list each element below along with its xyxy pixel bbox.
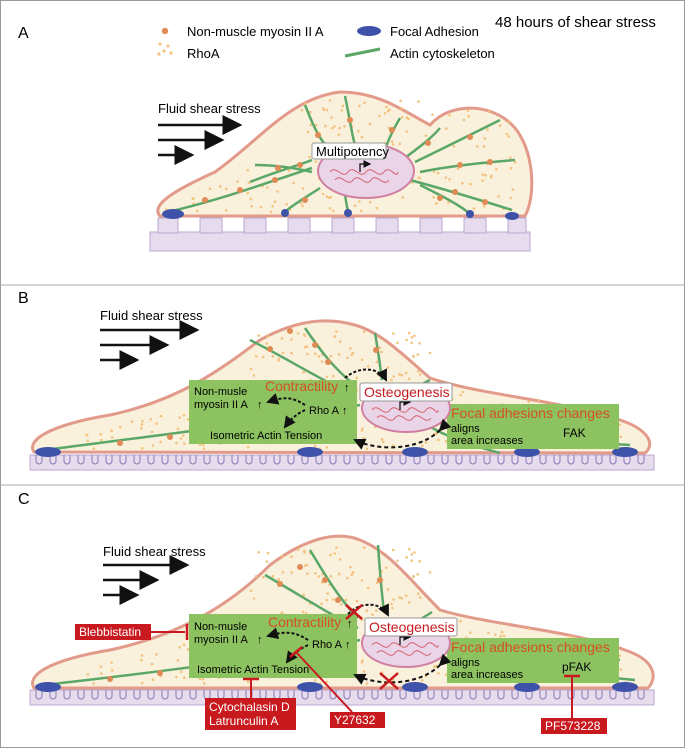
- cyto-label-2: Latrunculin A: [209, 714, 278, 728]
- fa-aligns-b: aligns: [451, 423, 480, 435]
- fa-to-tension-arrow-c: [353, 653, 452, 685]
- flow-label-b: Fluid shear stress: [100, 308, 203, 323]
- fa-to-tension-arrow-b: [353, 418, 452, 450]
- rho-to-myosin-arrow-c: [266, 627, 309, 641]
- myosin-label-1-c: Non-musle: [194, 621, 247, 633]
- panel-a: Fluid shear stress: [149, 90, 534, 252]
- nucleus-label-c: Osteogenesis: [369, 619, 455, 635]
- fa-area-c: area increases: [451, 669, 524, 681]
- rho-up-arrow-c: ↑: [345, 639, 351, 651]
- panel-label-c: C: [18, 491, 30, 508]
- fa-box-c: [447, 638, 619, 683]
- fa-box-b: [447, 404, 619, 449]
- fa-aligns-c: aligns: [451, 657, 480, 669]
- nucleus-label-a: Multipotency: [316, 144, 389, 159]
- contractility-box-c: [189, 614, 357, 678]
- myosin-up-arrow-b: ↑: [257, 399, 263, 411]
- legend-myosin-dot: [161, 27, 169, 35]
- myosin-up-arrow-c: ↑: [257, 634, 263, 646]
- legend-actin-line: [344, 47, 381, 58]
- substrate-a: [149, 231, 531, 252]
- legend-actin-label: Actin cytoskeleton: [390, 46, 495, 61]
- y27632-label: Y27632: [334, 713, 376, 727]
- fa-area-b: area increases: [451, 435, 524, 447]
- nucleus-label-b: Osteogenesis: [364, 384, 450, 400]
- block-x-bottom: [379, 672, 399, 690]
- fa-title-c: Focal adhesions changes: [451, 639, 610, 655]
- flow-label-c: Fluid shear stress: [103, 544, 206, 559]
- contractility-to-nucleus-arrow-c: [347, 603, 389, 617]
- actin-tension-label-b: Isometric Actin Tension: [210, 430, 322, 442]
- gene-arrow-b: [399, 398, 412, 410]
- flow-arrows-a: [158, 115, 243, 165]
- flow-label-a: Fluid shear stress: [158, 101, 261, 116]
- gene-arrow-a: [359, 160, 372, 172]
- gene-arrow-c: [399, 633, 412, 645]
- legend-fa-label: Focal Adhesion: [390, 24, 479, 39]
- figure-heading: 48 hours of shear stress: [495, 14, 656, 31]
- pfak-label-c: pFAK: [562, 660, 591, 674]
- nucleus-label-box-a: [311, 142, 387, 160]
- panel-b: Fluid shear stress: [29, 308, 655, 471]
- cyto-label-1: Cytochalasin D: [209, 700, 290, 714]
- rho-to-tension-arrow-b: [283, 409, 306, 429]
- legend: Non-muscle myosin II A RhoA Focal Adhesi…: [157, 24, 495, 61]
- myosin-dots-a: [202, 117, 493, 205]
- substrate-grooves-b: [35, 455, 645, 465]
- pf-label: PF573228: [545, 719, 601, 733]
- actin-tension-label-c: Isometric Actin Tension: [197, 664, 309, 676]
- contractility-to-nucleus-arrow-b: [344, 368, 387, 382]
- rho-label-b: Rho A: [309, 405, 340, 417]
- y27632-box: [330, 712, 385, 728]
- contractility-box-b: [189, 380, 357, 444]
- cyto-box: [205, 698, 296, 730]
- rho-to-tension-arrow-c: [285, 644, 309, 664]
- nucleus-label-box-c: [364, 617, 458, 637]
- pf-box: [541, 718, 607, 734]
- panel-label-b: B: [18, 290, 29, 307]
- chromatin-c: [371, 642, 439, 656]
- block-x-top: [345, 604, 363, 620]
- focal-adhesions-a: [162, 209, 519, 220]
- flow-arrows-c: [103, 555, 190, 605]
- legend-myosin-label: Non-muscle myosin II A: [187, 24, 324, 39]
- blebbistatin-box: [75, 624, 151, 640]
- rho-label-c: Rho A: [312, 639, 343, 651]
- fak-label-b: FAK: [563, 426, 586, 440]
- contractility-up-arrow-c: ↑: [347, 618, 353, 630]
- blebbistatin-label: Blebbistatin: [79, 625, 141, 639]
- y27632-inhibit-line: [295, 651, 353, 713]
- substrate-pillars-a: [157, 217, 527, 234]
- fa-title-b: Focal adhesions changes: [451, 405, 610, 421]
- panel-label-a: A: [18, 25, 29, 42]
- rho-to-myosin-arrow-b: [266, 393, 306, 406]
- rho-up-arrow-b: ↑: [342, 405, 348, 417]
- contractility-label-b: Contractility: [265, 378, 338, 394]
- myosin-label-2-b: myosin II A: [194, 399, 248, 411]
- contractility-up-arrow-b: ↑: [344, 382, 350, 394]
- legend-rhoa-dots: [157, 42, 173, 56]
- y27632-inhibit-bar: [289, 646, 303, 658]
- legend-fa-icon: [357, 26, 381, 36]
- legend-rhoa-label: RhoA: [187, 46, 220, 61]
- chromatin-b: [371, 407, 439, 421]
- myosin-label-1-b: Non-musle: [194, 386, 247, 398]
- nucleus-label-box-b: [359, 382, 453, 402]
- chromatin-a: [329, 169, 399, 183]
- myosin-label-2-c: myosin II A: [194, 634, 248, 646]
- contractility-label-c: Contractility: [268, 614, 341, 630]
- panel-c: Fluid shear stress No: [29, 534, 655, 734]
- flow-arrows-b: [100, 320, 200, 370]
